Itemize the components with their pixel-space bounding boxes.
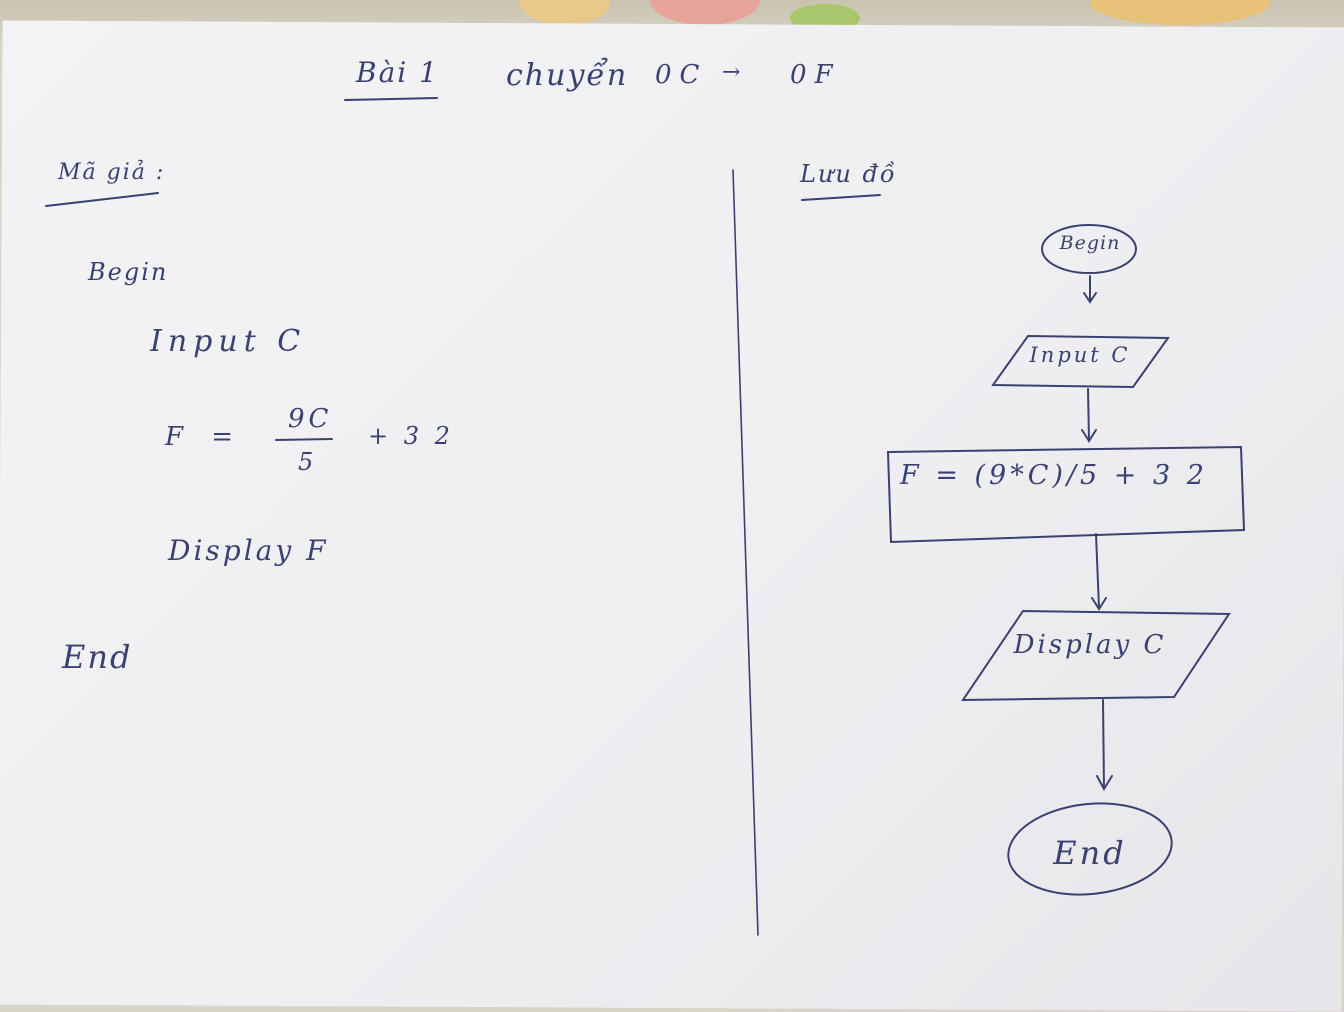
flowchart-heading: Lưu đồ <box>800 160 897 188</box>
flowchart-end-terminal <box>1007 802 1173 896</box>
flowchart-arrowhead <box>1081 429 1097 443</box>
pseudocode-formula-lhs: F = <box>165 422 244 452</box>
flowchart-end-label: End <box>1053 834 1127 872</box>
pseudocode-denominator: 5 <box>298 448 316 476</box>
flowchart-arrowhead <box>1091 597 1107 611</box>
flowchart-arrowhead <box>1083 292 1097 304</box>
pseudocode-heading-underline <box>45 192 159 207</box>
title-text: chuyển <box>506 58 629 93</box>
flowchart-arrow <box>1095 533 1100 609</box>
flowchart-process-shape <box>886 445 1246 544</box>
flowchart-process-label: F = (9*C)/5 + 3 2 <box>900 460 1208 491</box>
title-arrow: → <box>722 60 743 85</box>
pseudocode-formula-tail: + 3 2 <box>368 422 454 450</box>
flowchart-heading-underline <box>801 194 881 201</box>
title-to-unit: 0F <box>790 60 841 90</box>
flowchart-output-shape <box>961 609 1231 702</box>
pseudocode-end: End <box>62 638 133 676</box>
flowchart-arrow <box>1102 699 1105 789</box>
title-underline <box>344 97 438 101</box>
fraction-bar <box>275 438 333 441</box>
pseudocode-heading: Mã giả : <box>58 160 166 185</box>
flowchart-input-label: Input C <box>1029 343 1131 367</box>
title-from-unit: 0C <box>655 60 708 90</box>
flowchart-begin-terminal <box>1041 224 1137 274</box>
pseudocode-numerator: 9C <box>288 404 333 434</box>
flowchart-arrow <box>1087 388 1090 442</box>
pseudocode-begin: Begin <box>88 258 169 286</box>
flowchart-arrowhead <box>1096 775 1113 792</box>
flowchart-input-shape <box>991 334 1170 389</box>
flowchart-output-label: Display C <box>1013 630 1167 660</box>
pseudocode-display: Display F <box>168 534 329 567</box>
page-divider <box>732 169 759 936</box>
exercise-label: Bài 1 <box>356 56 439 89</box>
flowchart-begin-label: Begin <box>1059 232 1121 254</box>
pseudocode-input: Input C <box>150 324 307 359</box>
